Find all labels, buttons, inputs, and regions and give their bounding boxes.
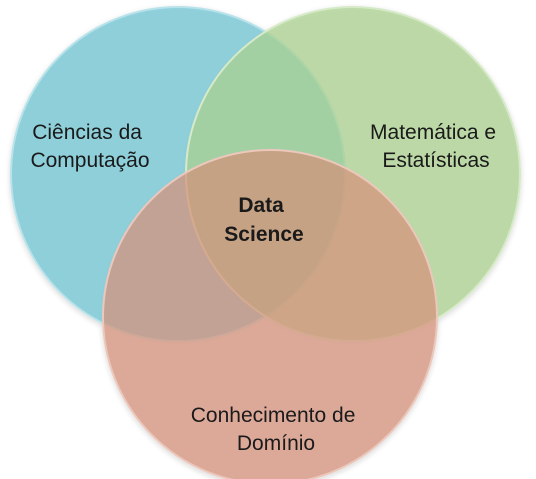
label-domain-knowledge-line1: Conhecimento de	[191, 404, 356, 427]
label-math-statistics-line2: Estatísticas	[382, 149, 489, 172]
circle-domain-knowledge	[102, 149, 438, 479]
center-label-data-science: Data Science	[224, 194, 303, 246]
label-computer-science: Ciências da Computação	[30, 121, 149, 172]
label-computer-science-line2: Computação	[30, 149, 149, 172]
label-computer-science-line1: Ciências da	[32, 121, 142, 144]
label-domain-knowledge-line2: Domínio	[237, 432, 315, 455]
label-math-statistics-line1: Matemática e	[370, 121, 496, 144]
center-label-line2: Science	[224, 223, 303, 246]
center-label-line1: Data	[238, 194, 284, 217]
label-domain-knowledge: Conhecimento de Domínio	[191, 404, 361, 455]
label-math-statistics: Matemática e Estatísticas	[370, 121, 502, 172]
